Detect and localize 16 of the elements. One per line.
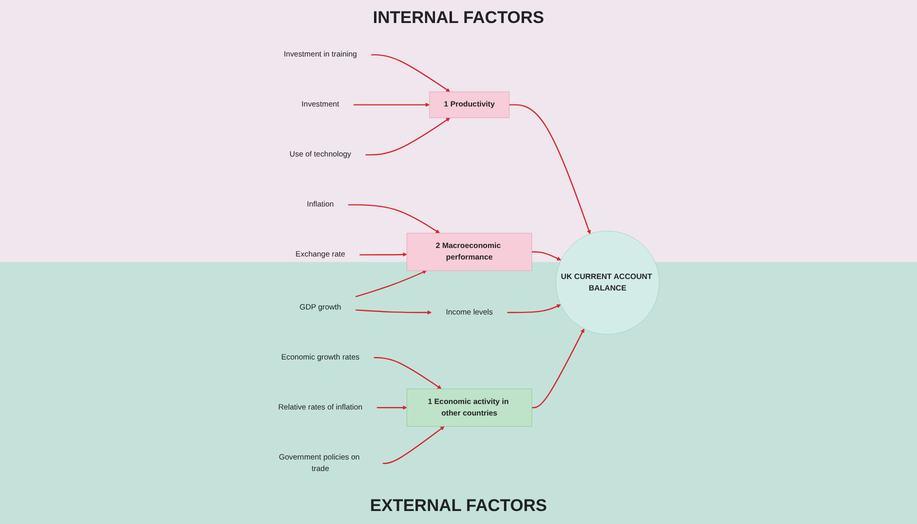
arrow xyxy=(355,270,427,298)
arrow xyxy=(507,304,561,314)
arrow xyxy=(374,357,442,390)
section-heading: INTERNAL FACTORS xyxy=(372,8,544,28)
arrow xyxy=(348,204,440,234)
arrow xyxy=(382,426,444,464)
arrow xyxy=(532,251,562,260)
section-heading: EXTERNAL FACTORS xyxy=(370,496,547,516)
arrow xyxy=(509,104,591,234)
arrow xyxy=(371,54,450,92)
arrow xyxy=(532,328,584,408)
arrow xyxy=(366,118,450,156)
arrow xyxy=(376,406,408,410)
arrow xyxy=(354,102,430,107)
arrow xyxy=(360,252,408,257)
arrow xyxy=(356,309,432,315)
